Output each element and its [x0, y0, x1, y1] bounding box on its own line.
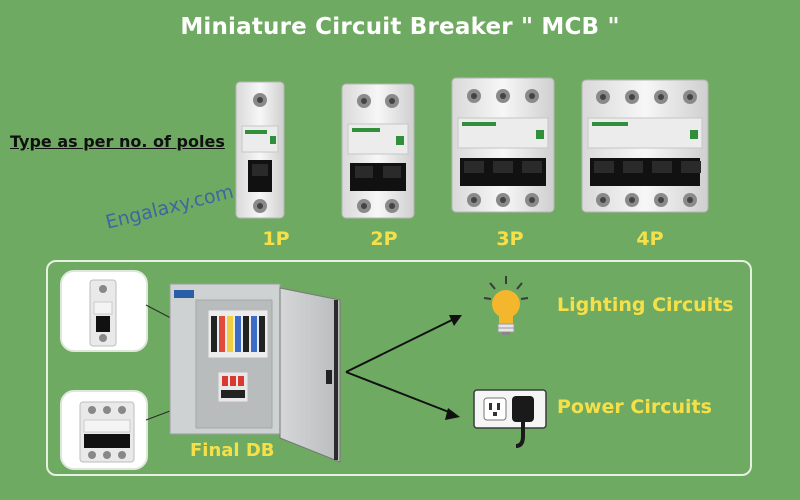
final-db-label: Final DB — [190, 440, 275, 461]
poles-type-label: Type as per no. of poles — [10, 132, 225, 151]
distribution-board — [169, 283, 281, 435]
arrow-to-lighting — [345, 315, 462, 373]
mcb-2p — [341, 83, 415, 219]
pole-caption-3p: 3P — [496, 228, 524, 250]
pole-caption-4p: 4P — [636, 228, 664, 250]
mcb-1p — [235, 81, 285, 219]
arrow-to-power — [345, 371, 460, 420]
mcb-3p — [451, 77, 555, 213]
thumb-mcb-1p — [60, 270, 148, 352]
pole-caption-1p: 1P — [262, 228, 290, 250]
power-circuits-label: Power Circuits — [557, 396, 712, 418]
light-bulb-icon — [483, 276, 529, 335]
page-title: Miniature Circuit Breaker " MCB " — [180, 14, 620, 40]
power-socket-icon — [473, 389, 547, 448]
lighting-circuits-label: Lighting Circuits — [557, 294, 734, 316]
pole-caption-2p: 2P — [370, 228, 398, 250]
distribution-panel-frame — [46, 260, 752, 476]
mcb-4p — [581, 79, 709, 213]
thumb-mcb-3p — [60, 390, 148, 470]
